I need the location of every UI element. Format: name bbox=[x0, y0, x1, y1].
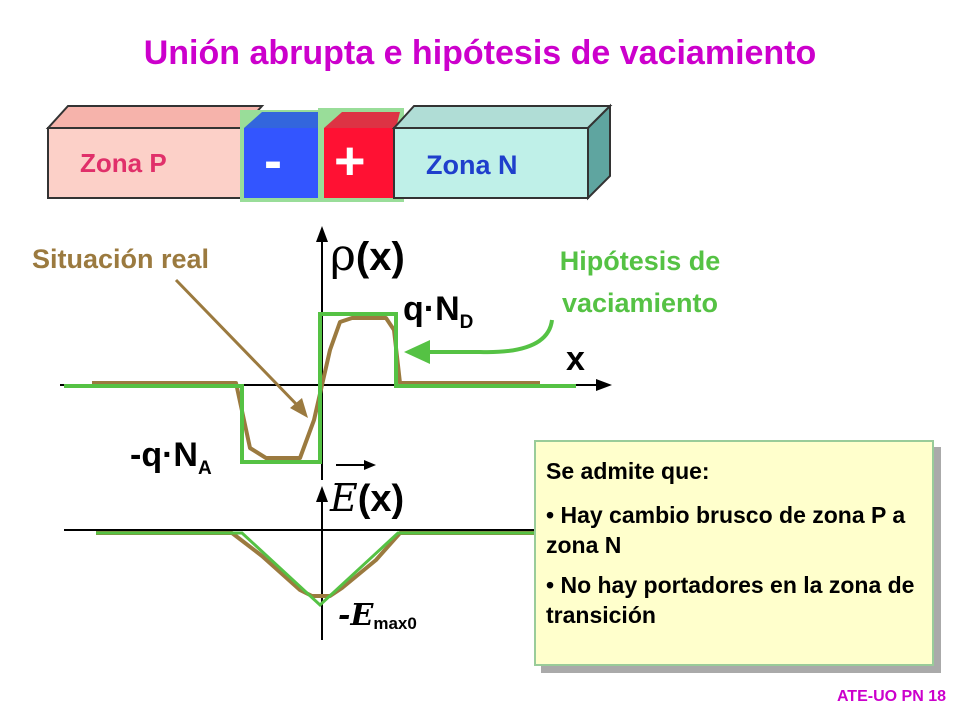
qna-sub: A bbox=[197, 458, 212, 479]
rho-axis-label: ρ(x) bbox=[330, 230, 405, 281]
hypothesis-line-2: vaciamiento bbox=[561, 288, 719, 318]
efield-axes bbox=[64, 486, 540, 640]
rho-symbol: ρ bbox=[330, 230, 356, 281]
rho-arg: (x) bbox=[355, 235, 405, 279]
emax-main: -E bbox=[338, 598, 374, 633]
hypothesis-pointer-arrow bbox=[404, 319, 554, 364]
emax-label: -Emax0 bbox=[338, 598, 417, 633]
assumption-item-2: • No hay portadores en la zona de transi… bbox=[546, 572, 915, 628]
vector-arrow-icon bbox=[336, 460, 376, 470]
real-pointer-arrow bbox=[174, 278, 308, 418]
qna-label: -q·NA bbox=[130, 436, 212, 479]
zone-n-block bbox=[391, 103, 613, 201]
assumption-text-1: Hay cambio brusco de zona P a zona N bbox=[546, 502, 906, 558]
e-symbol: E bbox=[330, 476, 358, 520]
plus-sign: + bbox=[334, 131, 366, 191]
slide-footer: ATE-UO PN 18 bbox=[836, 688, 946, 705]
zone-n-label: Zona N bbox=[426, 150, 518, 180]
assumptions-heading: Se admite que: bbox=[546, 458, 710, 484]
qnd-label: q·ND bbox=[403, 290, 473, 333]
real-situation-label: Situación real bbox=[32, 244, 210, 274]
assumption-text-2: No hay portadores en la zona de transici… bbox=[546, 572, 915, 628]
qnd-sub: D bbox=[459, 312, 474, 333]
hypothesis-line-1: Hipótesis de bbox=[559, 246, 721, 276]
e-arg: (x) bbox=[357, 478, 405, 520]
zone-p-label: Zona P bbox=[80, 148, 167, 178]
rho-ideal-curve bbox=[64, 312, 576, 464]
efield-ideal-curve bbox=[96, 531, 534, 608]
rho-real-curve bbox=[92, 316, 540, 460]
qnd-main: q·N bbox=[403, 290, 460, 328]
emax-sub: max0 bbox=[373, 614, 417, 633]
efield-real-curve bbox=[96, 531, 534, 598]
qna-main: -q·N bbox=[130, 436, 198, 474]
assumptions-box: Se admite que: • Hay cambio brusco de zo… bbox=[534, 440, 934, 666]
efield-axis-label: E(x) bbox=[330, 476, 404, 521]
depletion-negative-block bbox=[240, 110, 320, 202]
depletion-positive-block bbox=[318, 108, 404, 202]
x-axis-label: x bbox=[566, 340, 585, 378]
slide-title: Unión abrupta e hipótesis de vaciamiento bbox=[143, 34, 817, 72]
hypothesis-label: Hipótesis de vaciamiento bbox=[510, 240, 770, 324]
minus-sign: - bbox=[264, 131, 282, 191]
assumption-item-1: • Hay cambio brusco de zona P a zona N bbox=[546, 502, 906, 558]
zone-p-block bbox=[45, 105, 265, 199]
